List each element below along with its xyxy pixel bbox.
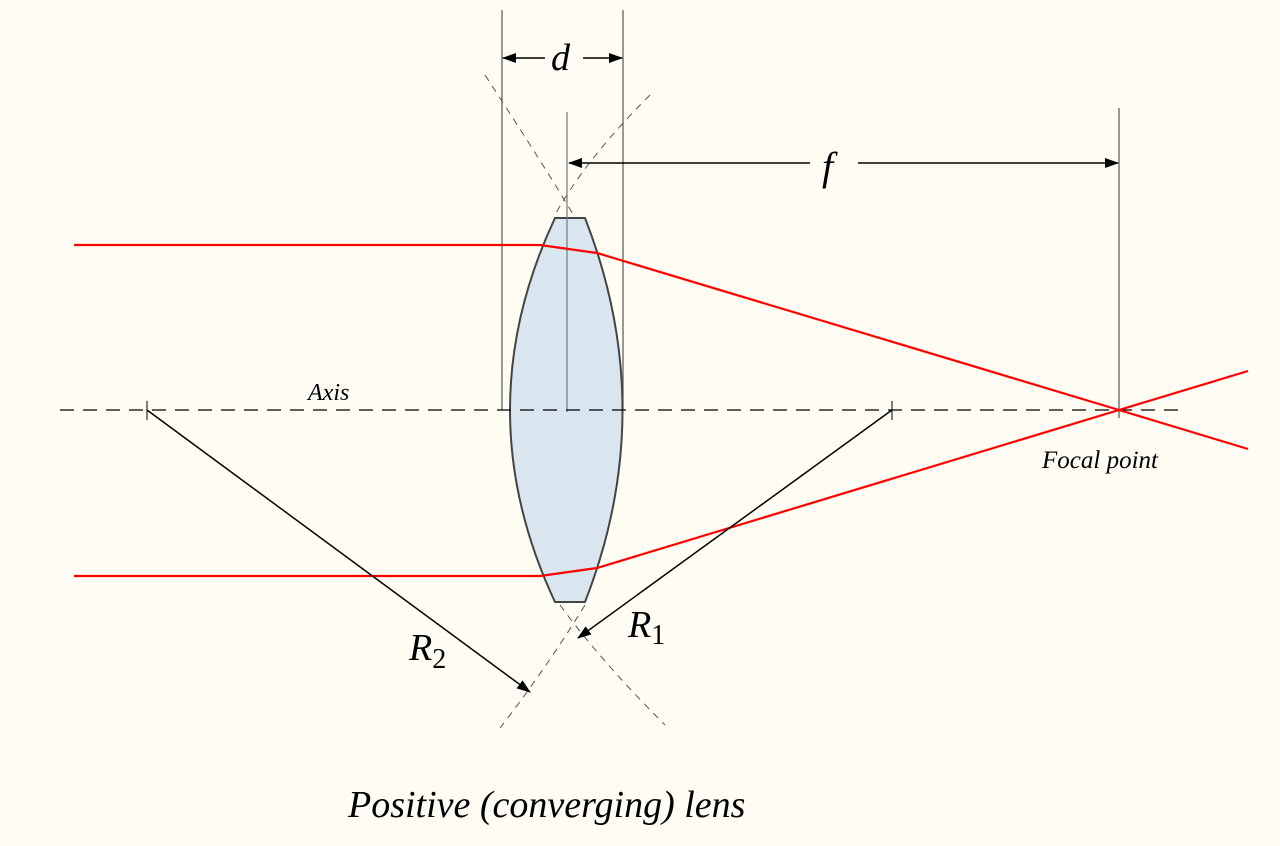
lower-ray	[74, 369, 1249, 578]
guide-lines	[501, 10, 1120, 418]
r1-label: R1	[627, 604, 665, 651]
diagram-title: Positive (converging) lens	[347, 784, 745, 826]
r2-label: R2	[408, 627, 446, 675]
thickness-label: d	[551, 37, 571, 79]
light-rays	[74, 243, 1249, 578]
focal-point-label: Focal point	[1041, 447, 1159, 474]
r1-arrow	[577, 409, 893, 639]
axis-label: Axis	[306, 380, 349, 406]
r2-arrow	[146, 409, 531, 693]
upper-ray	[74, 243, 1249, 451]
focal-length-label: f	[822, 144, 838, 189]
